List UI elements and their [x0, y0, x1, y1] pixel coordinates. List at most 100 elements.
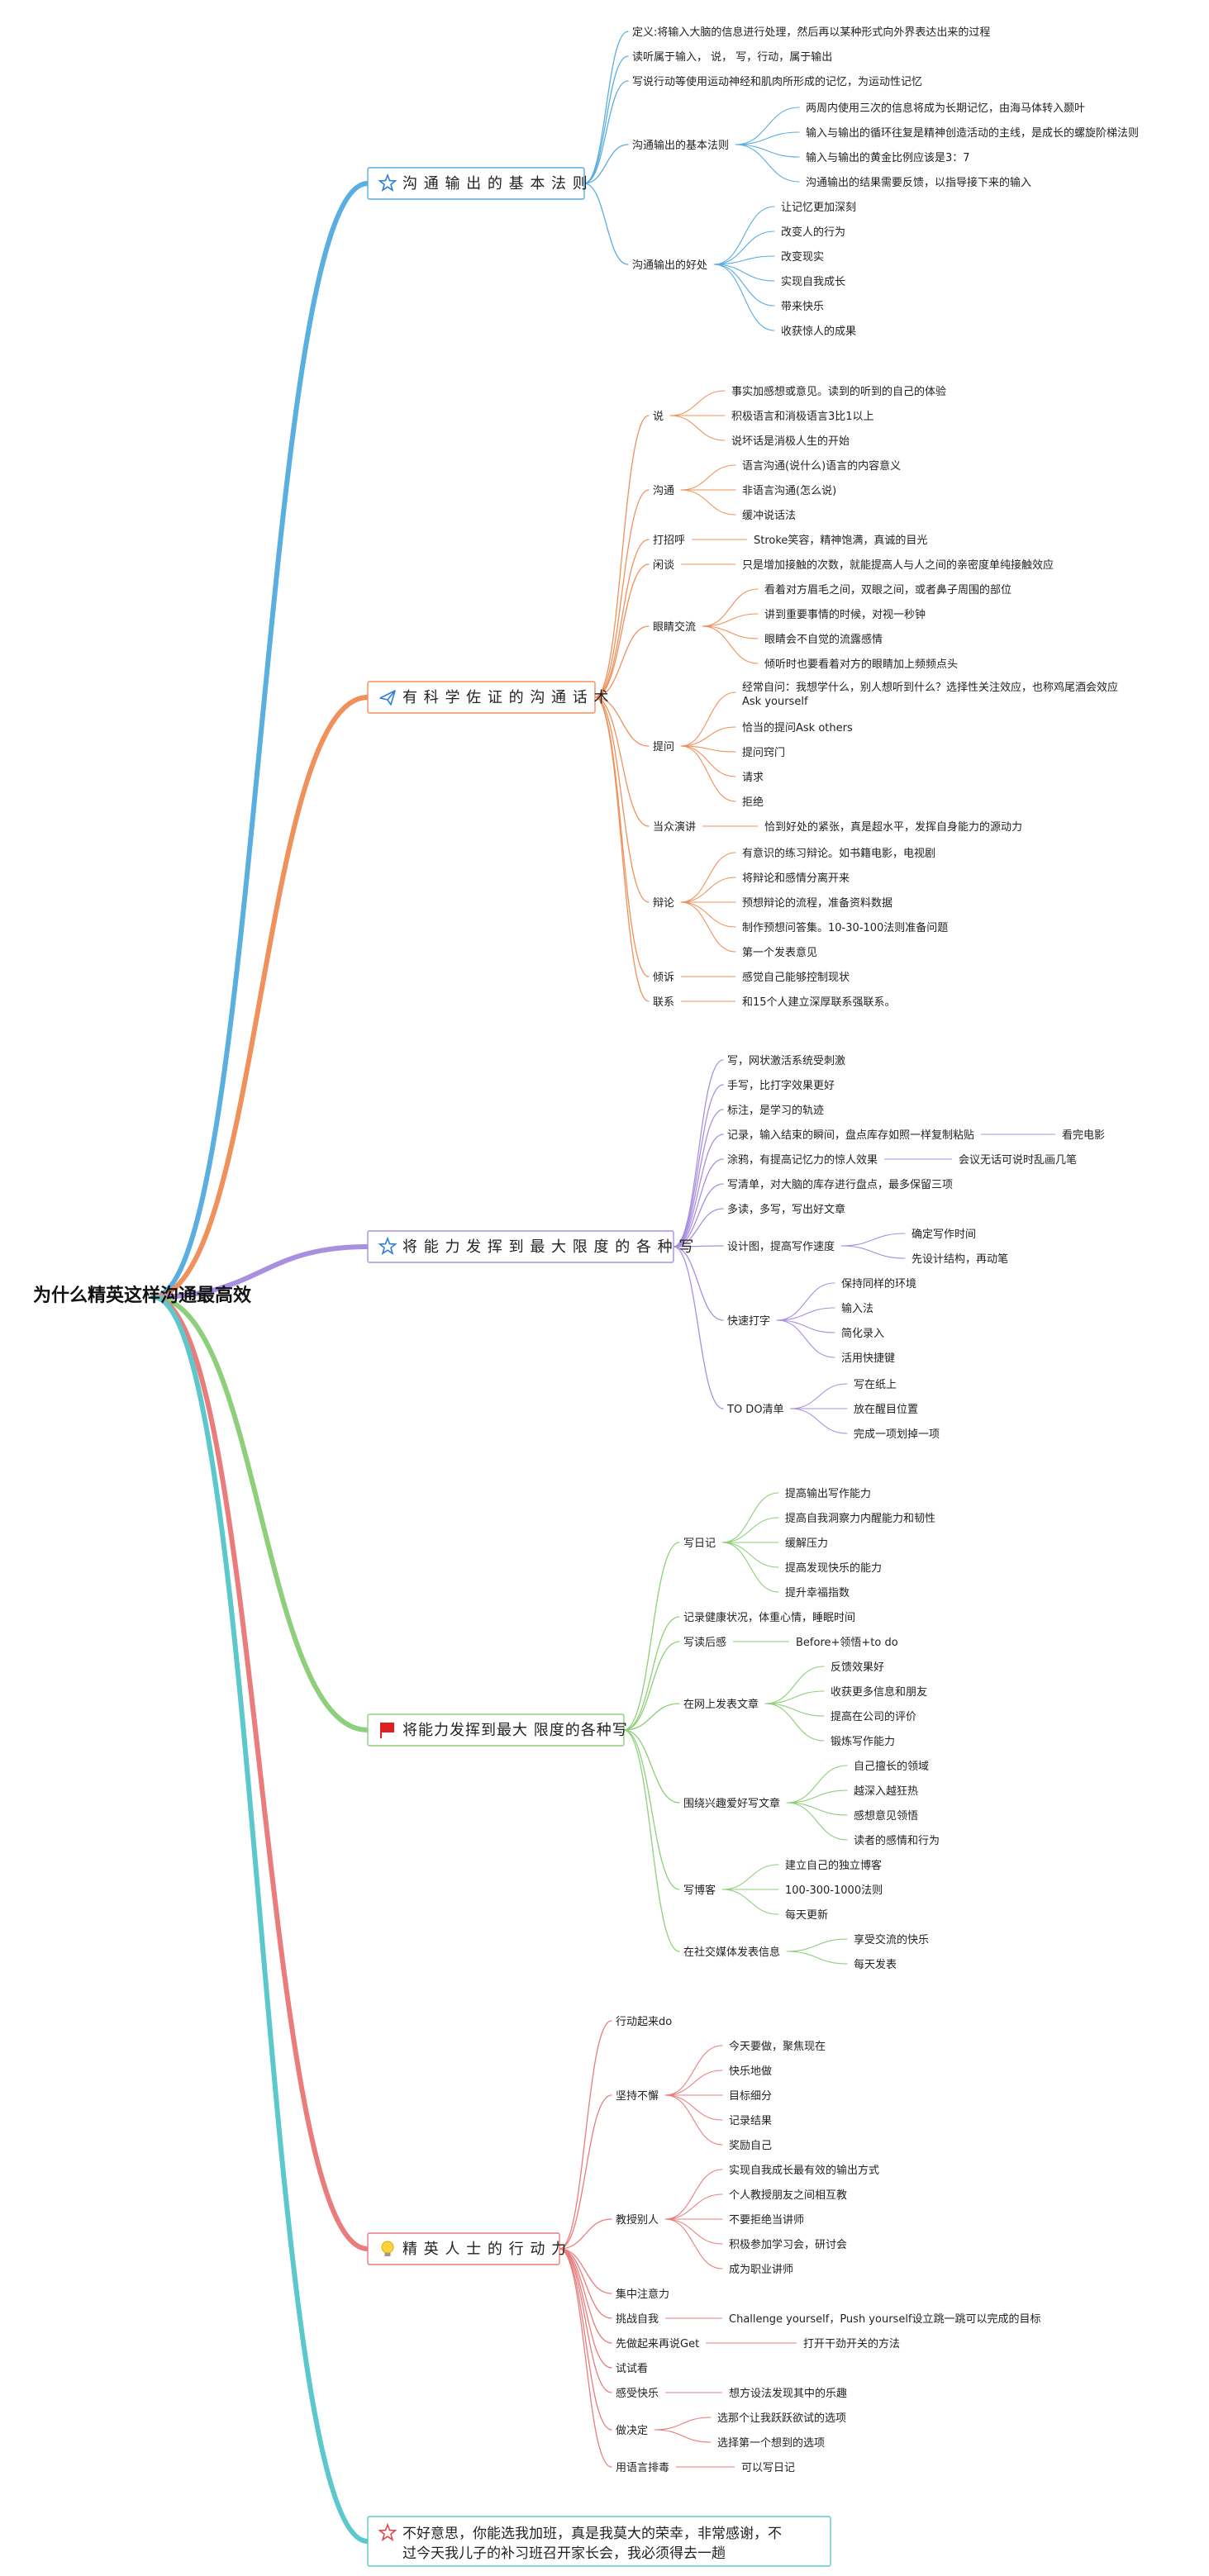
level1-topic[interactable]: 设计图，提高写作速度	[727, 1240, 835, 1253]
branch-box[interactable]	[367, 1230, 674, 1263]
level2-topic[interactable]: 改变人的行为	[781, 226, 845, 239]
level2-topic[interactable]: 和15个人建立深厚联系强联系。	[742, 996, 896, 1009]
level1-topic[interactable]: 定义:将输入大脑的信息进行处理，然后再以某种形式向外界表达出来的过程	[632, 26, 990, 39]
level2-topic[interactable]: 会议无话可说时乱画几笔	[959, 1153, 1077, 1167]
level1-topic[interactable]: 试试看	[616, 2362, 648, 2375]
level1-topic[interactable]: 写读后感	[683, 1636, 726, 1649]
level1-topic[interactable]: 教授别人	[616, 2213, 659, 2227]
level2-topic[interactable]: 反馈效果好	[831, 1661, 884, 1674]
level1-topic[interactable]: 倾诉	[653, 972, 674, 984]
level1-topic[interactable]: 眼睛交流	[653, 620, 696, 634]
level2-topic[interactable]: 倾听时也要看着对方的眼睛加上频频点头	[764, 658, 958, 671]
level2-topic[interactable]: 恰当的提问Ask others	[742, 721, 853, 734]
level2-topic[interactable]: 完成一项划掉一项	[854, 1428, 940, 1441]
level2-topic[interactable]: 每天发表	[854, 1958, 897, 1971]
level1-topic[interactable]: 辩论	[653, 897, 674, 910]
level2-topic[interactable]: 有意识的练习辩论。如书籍电影，电视剧	[742, 847, 935, 860]
level1-topic[interactable]: 闲谈	[653, 559, 674, 572]
level2-topic[interactable]: 选择第一个想到的选项	[717, 2436, 825, 2450]
level1-topic[interactable]: 做决定	[616, 2425, 648, 2437]
level2-topic[interactable]: 建立自己的独立博客	[785, 1859, 882, 1872]
level2-topic[interactable]: 两周内使用三次的信息将成为长期记忆，由海马体转入颞叶	[806, 102, 1085, 115]
level2-topic[interactable]: 语言沟通(说什么)语言的内容意义	[742, 459, 901, 473]
level1-topic[interactable]: TO DO清单	[726, 1404, 784, 1416]
level2-topic[interactable]: 预想辩论的流程，准备资料数据	[742, 896, 892, 910]
level1-topic[interactable]: 围绕兴趣爱好写文章	[683, 1797, 780, 1810]
level2-topic[interactable]: 拒绝	[742, 796, 764, 809]
level1-topic[interactable]: 感受快乐	[616, 2387, 659, 2400]
level1-topic[interactable]: 提问	[653, 740, 674, 753]
level1-topic[interactable]: 坚持不懈	[616, 2089, 659, 2103]
level2-topic[interactable]: 确定写作时间	[912, 1229, 976, 1241]
level1-topic[interactable]: 说	[653, 411, 664, 423]
level1-topic[interactable]: 沟通输出的基本法则	[632, 139, 729, 152]
level1-topic[interactable]: 多读，多写，写出好文章	[727, 1203, 845, 1216]
level2-topic[interactable]: 收获惊人的成果	[781, 325, 856, 338]
level1-topic[interactable]: 写，网状激活系统受刺激	[727, 1055, 845, 1067]
level2-topic[interactable]: 请求	[742, 772, 764, 784]
root-topic[interactable]: 为什么精英这样沟通最高效	[33, 1285, 251, 1306]
level2-topic[interactable]: 先设计结构，再动笔	[912, 1252, 1008, 1266]
level1-topic[interactable]: 沟通	[653, 485, 674, 497]
level2-topic[interactable]: 提高发现快乐的能力	[785, 1561, 882, 1575]
level2-topic[interactable]: 将辩论和感情分离开来	[742, 872, 850, 885]
level1-topic[interactable]: 涂鸦，有提高记忆力的惊人效果	[727, 1153, 878, 1167]
level2-topic[interactable]: 沟通输出的结果需要反馈，以指导接下来的输入	[806, 176, 1031, 189]
level2-topic[interactable]: 非语言沟通(怎么说)	[742, 485, 836, 497]
level2-topic[interactable]: 改变现实	[781, 250, 824, 264]
level2-topic[interactable]: 成为职业讲师	[729, 2264, 793, 2276]
level2-topic[interactable]: 保持同样的环境	[841, 1277, 916, 1290]
branch-box[interactable]	[367, 681, 596, 714]
level2-topic[interactable]: 提高自我洞察力内醒能力和韧性	[785, 1512, 935, 1525]
level2-topic[interactable]: 提高输出写作能力	[785, 1487, 871, 1500]
level1-topic[interactable]: 打招呼	[653, 535, 685, 547]
level1-topic[interactable]: 行动起来do	[616, 2016, 672, 2028]
level2-topic[interactable]: 活用快捷键	[841, 1352, 895, 1365]
level2-topic[interactable]: 积极语言和消极语言3比1以上	[731, 411, 874, 423]
level2-topic[interactable]: 缓解压力	[785, 1538, 828, 1550]
level2-topic[interactable]: 越深入越狂热	[854, 1785, 918, 1798]
level2-topic[interactable]: 记录结果	[729, 2115, 772, 2127]
branch-box[interactable]	[367, 167, 585, 200]
branch-box[interactable]	[367, 2232, 560, 2265]
level2-topic[interactable]: 可以写日记	[741, 2462, 795, 2474]
level1-topic[interactable]: 在社交媒体发表信息	[683, 1946, 780, 1959]
level1-topic[interactable]: 写博客	[683, 1884, 716, 1897]
level2-topic[interactable]: 看完电影	[1062, 1129, 1105, 1142]
level1-topic[interactable]: 写日记	[683, 1538, 716, 1550]
level2-topic[interactable]: 输入与输出的黄金比例应该是3：7	[806, 151, 970, 164]
level2-topic[interactable]: 打开干劲开关的方法	[803, 2337, 900, 2350]
level2-topic[interactable]: 提高在公司的评价	[831, 1710, 916, 1723]
level2-topic[interactable]: 积极参加学习会，研讨会	[729, 2238, 847, 2251]
level2-topic[interactable]: 输入与输出的循环往复是精神创造活动的主线，是成长的螺旋阶梯法则	[806, 126, 1139, 140]
level2-topic[interactable]: 收获更多信息和朋友	[831, 1685, 927, 1699]
level1-topic[interactable]: 沟通输出的好处	[632, 259, 707, 272]
level1-topic[interactable]: 快速打字	[727, 1315, 770, 1328]
level2-topic[interactable]: 奖励自己	[729, 2140, 772, 2152]
level1-topic[interactable]: 记录，输入结束的瞬间，盘点库存如照一样复制粘贴	[727, 1129, 974, 1142]
level2-topic[interactable]: Challenge yourself，Push yourself设立跳一跳可以完…	[729, 2312, 1041, 2326]
level2-topic[interactable]: 说坏话是消极人生的开始	[731, 435, 850, 448]
level2-topic[interactable]: 感想意见领悟	[854, 1809, 918, 1823]
level2-topic[interactable]: 只是增加接触的次数，就能提高人与人之间的亲密度单纯接触效应	[742, 558, 1054, 572]
level2-topic[interactable]: 写在纸上	[854, 1379, 897, 1391]
level2-topic[interactable]: 提问窍门	[742, 746, 785, 759]
level1-topic[interactable]: 当众演讲	[653, 820, 696, 834]
level2-topic[interactable]: 享受交流的快乐	[854, 1933, 929, 1946]
level2-topic[interactable]: 让记忆更加深刻	[781, 201, 856, 214]
level1-topic[interactable]: 记录健康状况，体重心情，睡眠时间	[683, 1611, 855, 1624]
level2-topic[interactable]: 快乐地做	[729, 2065, 772, 2078]
level1-topic[interactable]: 标注，是学习的轨迹	[727, 1104, 824, 1117]
level2-topic[interactable]: Stroke笑容，精神饱满，真诚的目光	[754, 534, 927, 547]
level1-topic[interactable]: 联系	[653, 996, 674, 1009]
level1-topic[interactable]: 挑战自我	[616, 2313, 659, 2326]
level1-topic[interactable]: 手写，比打字效果更好	[727, 1080, 835, 1092]
level2-topic[interactable]: 放在醒目位置	[854, 1404, 918, 1416]
level1-topic[interactable]: 读听属于输入， 说， 写，行动，属于输出	[632, 50, 832, 64]
level2-topic[interactable]: 个人教授朋友之间相互教	[729, 2189, 847, 2202]
level2-topic[interactable]: 看着对方眉毛之间，双眼之间，或者鼻子周围的部位	[764, 583, 1011, 596]
branch-box[interactable]	[367, 1713, 625, 1747]
level2-topic[interactable]: Before+领悟+to do	[796, 1637, 898, 1649]
level2-topic[interactable]: 事实加感想或意见。读到的听到的自己的体验	[731, 385, 946, 398]
level2-topic[interactable]: 提升幸福指数	[785, 1586, 850, 1599]
